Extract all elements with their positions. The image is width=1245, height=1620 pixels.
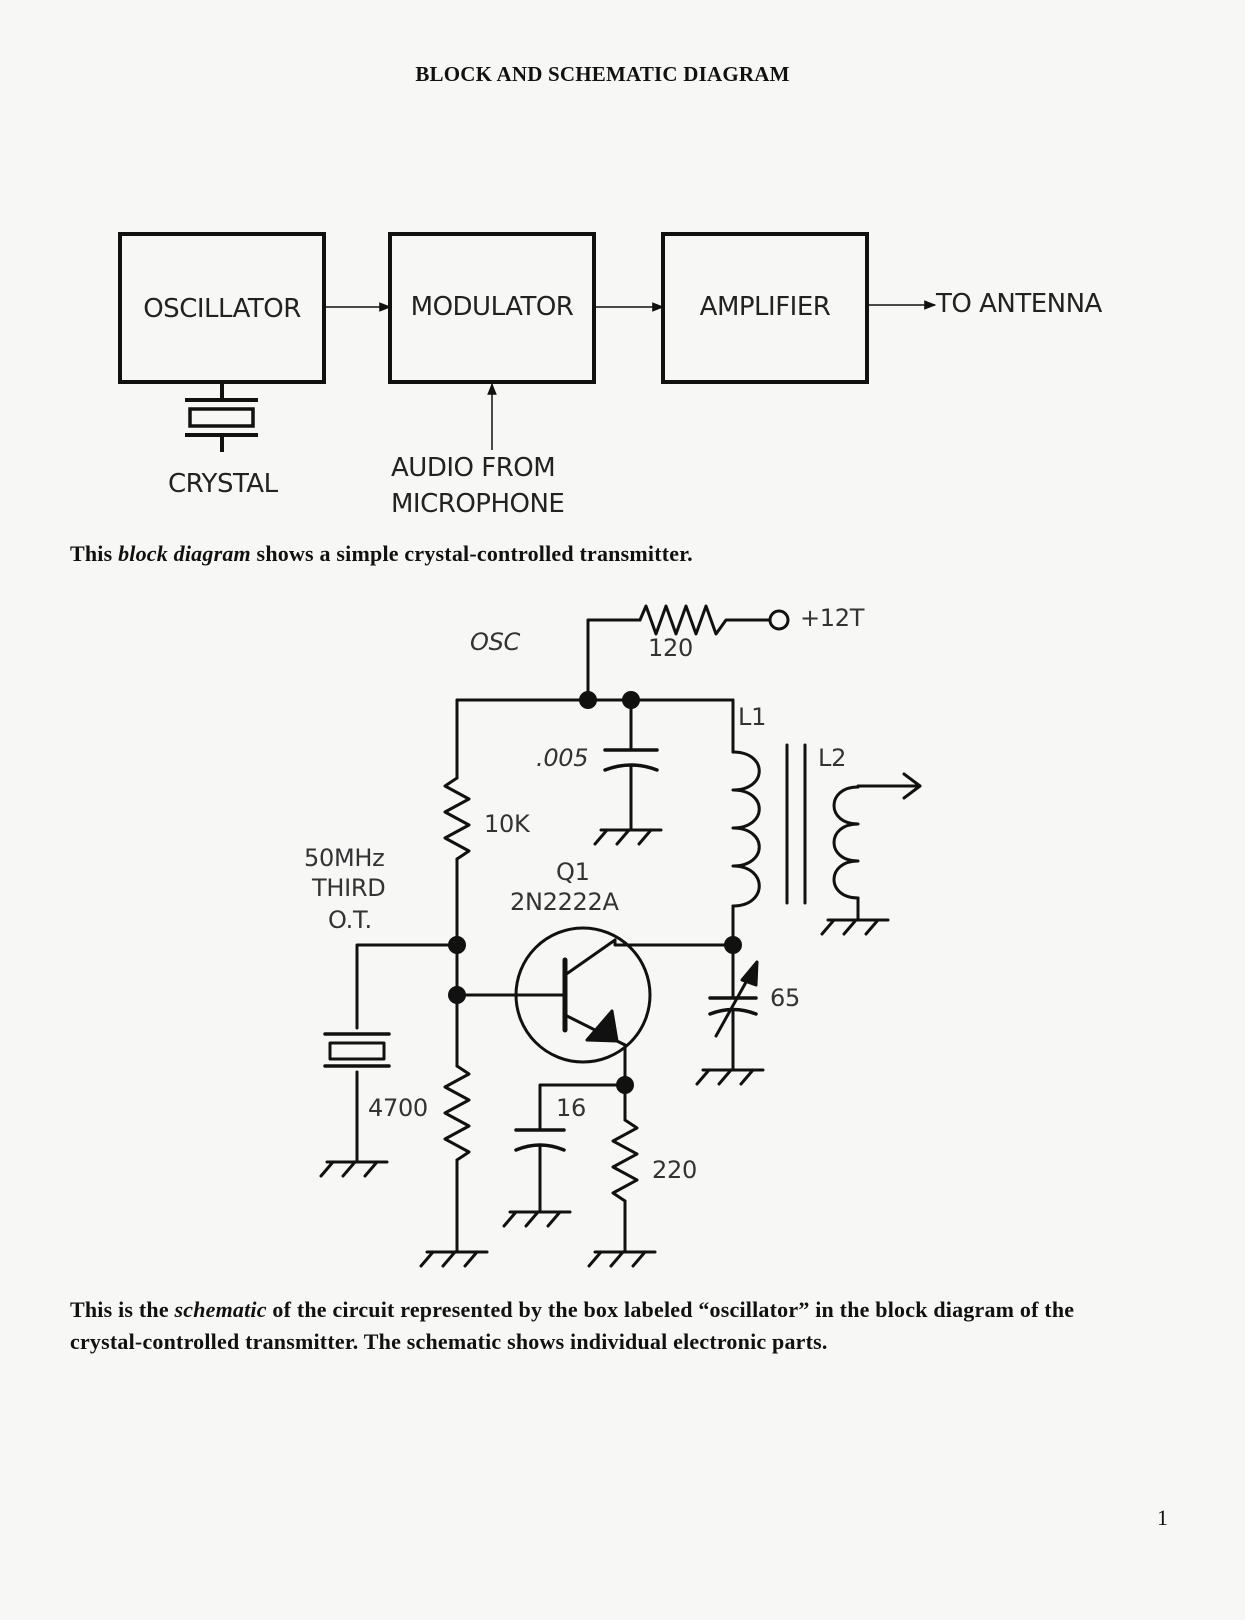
- audio-label-line2: MICROPHONE: [391, 489, 564, 519]
- block-diagram-caption: This block diagram shows a simple crysta…: [70, 538, 1150, 570]
- c005-label: .005: [536, 744, 588, 772]
- caption-1-text: This: [70, 541, 119, 566]
- caption-2-text: This is the: [70, 1297, 175, 1322]
- junction-dots: [448, 691, 742, 1094]
- caption-2-emphasis: schematic: [174, 1297, 267, 1322]
- schematic-crystal: [323, 1032, 391, 1068]
- c65-label: 65: [770, 984, 800, 1012]
- schematic: [319, 604, 922, 1268]
- q1-label: Q1: [556, 858, 590, 886]
- caption-2-text-end: of the circuit represented by the box la…: [70, 1297, 1075, 1354]
- r10k-label: 10K: [484, 810, 531, 838]
- supply-wire: [586, 618, 642, 702]
- resistor-10k: [443, 776, 471, 861]
- crystal-third-label: THIRD: [311, 874, 385, 902]
- collector-wire: [613, 938, 735, 947]
- c16-label: 16: [556, 1094, 586, 1122]
- block-diagram: [118, 232, 937, 452]
- r220-label: 220: [652, 1156, 697, 1184]
- modulator-label: MODULATOR: [411, 292, 574, 322]
- supply-terminal: [768, 609, 790, 631]
- block-diagram-labels: OSCILLATOR MODULATOR AMPLIFIER TO ANTENN…: [143, 289, 1103, 519]
- schematic-caption: This is the schematic of the circuit rep…: [70, 1294, 1150, 1358]
- page-number: 1: [1157, 1505, 1168, 1530]
- page-title: BLOCK AND SCHEMATIC DIAGRAM: [415, 62, 790, 86]
- q1-emitter-arrow: [585, 1009, 619, 1043]
- antenna-label: TO ANTENNA: [935, 289, 1103, 319]
- inductor-l1: [731, 750, 761, 908]
- schematic-labels: OSC +12T 120 L1 .005 L2 10K Q1 2N2222A 5…: [304, 604, 865, 1184]
- l2-output-wire: [856, 784, 922, 789]
- resistor-220: [611, 1118, 639, 1203]
- ground-65: [695, 1068, 765, 1086]
- resistor-4700: [443, 1064, 471, 1162]
- ground-l2: [820, 918, 890, 936]
- q1-collector: [563, 938, 617, 977]
- crystal-symbol: [185, 382, 258, 452]
- ground-220: [587, 1250, 657, 1268]
- audio-label-line1: AUDIO FROM: [391, 453, 555, 483]
- c16-wire: [538, 1083, 627, 1132]
- caption-1-emphasis: block diagram: [118, 541, 251, 566]
- l2-label: L2: [818, 744, 846, 772]
- inductor-l2: [832, 785, 860, 900]
- r120-label: 120: [648, 634, 693, 662]
- r4700-label: 4700: [368, 1094, 428, 1122]
- transistor-part-label: 2N2222A: [510, 888, 620, 916]
- osc-section-label: OSC: [470, 628, 521, 656]
- ground-crystal: [319, 1160, 389, 1178]
- crystal-wire: [355, 943, 459, 1030]
- oscillator-label: OSCILLATOR: [143, 294, 301, 324]
- amplifier-label: AMPLIFIER: [700, 292, 831, 322]
- ground-4700: [419, 1250, 489, 1268]
- ground-16: [502, 1210, 572, 1228]
- ground-005: [593, 828, 663, 846]
- crystal-label: CRYSTAL: [168, 469, 279, 499]
- l1-label: L1: [738, 703, 766, 731]
- resistor-120: [638, 604, 772, 636]
- supply-voltage-label: +12T: [800, 604, 865, 632]
- crystal-freq-label: 50MHz: [304, 844, 384, 872]
- crystal-ot-label: O.T.: [328, 906, 372, 934]
- caption-1-text-end: shows a simple crystal-controlled transm…: [250, 541, 693, 566]
